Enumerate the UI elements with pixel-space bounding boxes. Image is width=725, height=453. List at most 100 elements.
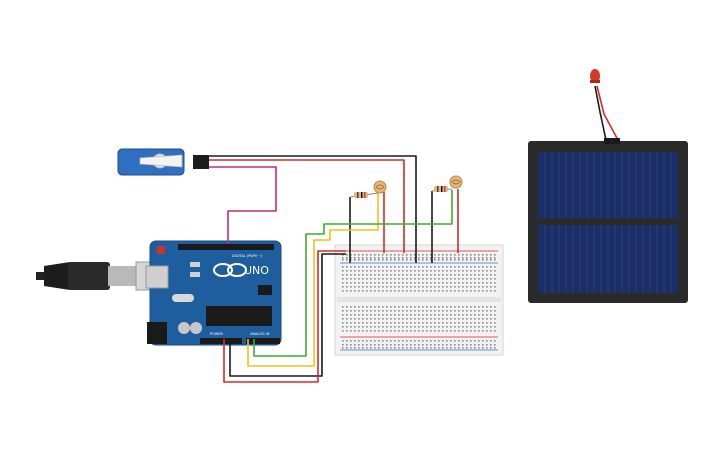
breadboard-hole[interactable]: [486, 340, 488, 342]
breadboard-hole[interactable]: [418, 330, 420, 332]
breadboard-hole[interactable]: [482, 290, 484, 292]
breadboard-hole[interactable]: [446, 344, 448, 346]
breadboard-hole[interactable]: [354, 282, 356, 284]
breadboard-hole[interactable]: [454, 344, 456, 346]
breadboard-hole[interactable]: [358, 274, 360, 276]
breadboard-hole[interactable]: [366, 322, 368, 324]
breadboard-hole[interactable]: [346, 347, 348, 349]
breadboard-hole[interactable]: [438, 330, 440, 332]
breadboard-hole[interactable]: [426, 310, 428, 312]
breadboard-hole[interactable]: [378, 318, 380, 320]
breadboard-hole[interactable]: [466, 326, 468, 328]
breadboard-hole[interactable]: [386, 314, 388, 316]
breadboard-hole[interactable]: [366, 310, 368, 312]
breadboard-hole[interactable]: [362, 274, 364, 276]
breadboard-hole[interactable]: [342, 290, 344, 292]
breadboard-hole[interactable]: [366, 326, 368, 328]
breadboard-hole[interactable]: [402, 322, 404, 324]
breadboard-hole[interactable]: [398, 340, 400, 342]
breadboard-hole[interactable]: [446, 270, 448, 272]
breadboard-hole[interactable]: [374, 344, 376, 346]
breadboard-hole[interactable]: [454, 274, 456, 276]
breadboard-hole[interactable]: [394, 259, 396, 261]
breadboard-hole[interactable]: [398, 306, 400, 308]
breadboard-hole[interactable]: [406, 278, 408, 280]
breadboard-hole[interactable]: [390, 278, 392, 280]
breadboard-hole[interactable]: [490, 306, 492, 308]
breadboard-hole[interactable]: [394, 344, 396, 346]
breadboard-hole[interactable]: [346, 322, 348, 324]
breadboard-hole[interactable]: [430, 330, 432, 332]
breadboard-hole[interactable]: [426, 314, 428, 316]
breadboard-hole[interactable]: [462, 254, 464, 256]
breadboard-hole[interactable]: [430, 290, 432, 292]
breadboard-hole[interactable]: [486, 318, 488, 320]
breadboard-hole[interactable]: [482, 254, 484, 256]
breadboard-hole[interactable]: [442, 254, 444, 256]
breadboard-hole[interactable]: [458, 330, 460, 332]
breadboard-hole[interactable]: [490, 326, 492, 328]
breadboard-hole[interactable]: [370, 347, 372, 349]
breadboard-hole[interactable]: [494, 282, 496, 284]
breadboard-hole[interactable]: [462, 274, 464, 276]
breadboard-hole[interactable]: [390, 282, 392, 284]
breadboard-hole[interactable]: [462, 344, 464, 346]
breadboard-hole[interactable]: [470, 278, 472, 280]
breadboard-hole[interactable]: [370, 322, 372, 324]
breadboard-hole[interactable]: [370, 306, 372, 308]
breadboard-hole[interactable]: [446, 314, 448, 316]
breadboard-hole[interactable]: [374, 274, 376, 276]
breadboard-hole[interactable]: [490, 286, 492, 288]
breadboard-hole[interactable]: [422, 310, 424, 312]
breadboard-hole[interactable]: [398, 314, 400, 316]
breadboard-hole[interactable]: [454, 282, 456, 284]
breadboard-hole[interactable]: [478, 286, 480, 288]
breadboard-hole[interactable]: [470, 259, 472, 261]
breadboard-hole[interactable]: [474, 318, 476, 320]
breadboard-hole[interactable]: [450, 259, 452, 261]
breadboard-hole[interactable]: [422, 347, 424, 349]
breadboard-hole[interactable]: [418, 254, 420, 256]
breadboard-hole[interactable]: [494, 340, 496, 342]
breadboard-hole[interactable]: [374, 314, 376, 316]
breadboard-hole[interactable]: [398, 282, 400, 284]
breadboard-hole[interactable]: [454, 257, 456, 259]
breadboard-hole[interactable]: [490, 314, 492, 316]
breadboard-hole[interactable]: [450, 347, 452, 349]
breadboard-hole[interactable]: [418, 270, 420, 272]
breadboard-hole[interactable]: [494, 344, 496, 346]
breadboard-hole[interactable]: [478, 254, 480, 256]
breadboard-hole[interactable]: [442, 259, 444, 261]
breadboard-hole[interactable]: [486, 259, 488, 261]
breadboard-hole[interactable]: [342, 257, 344, 259]
breadboard-hole[interactable]: [362, 310, 364, 312]
breadboard-hole[interactable]: [346, 286, 348, 288]
breadboard-hole[interactable]: [414, 257, 416, 259]
breadboard-hole[interactable]: [342, 310, 344, 312]
breadboard-hole[interactable]: [370, 340, 372, 342]
breadboard-hole[interactable]: [374, 254, 376, 256]
breadboard-hole[interactable]: [454, 286, 456, 288]
breadboard-hole[interactable]: [402, 286, 404, 288]
breadboard-hole[interactable]: [434, 286, 436, 288]
breadboard-hole[interactable]: [482, 344, 484, 346]
breadboard-hole[interactable]: [442, 266, 444, 268]
breadboard-hole[interactable]: [386, 282, 388, 284]
breadboard-hole[interactable]: [390, 266, 392, 268]
breadboard-hole[interactable]: [462, 330, 464, 332]
breadboard-hole[interactable]: [394, 326, 396, 328]
breadboard-hole[interactable]: [462, 282, 464, 284]
breadboard-hole[interactable]: [362, 290, 364, 292]
breadboard-hole[interactable]: [426, 344, 428, 346]
breadboard-hole[interactable]: [466, 340, 468, 342]
breadboard-hole[interactable]: [418, 257, 420, 259]
breadboard-hole[interactable]: [406, 266, 408, 268]
breadboard-hole[interactable]: [370, 254, 372, 256]
breadboard-hole[interactable]: [478, 306, 480, 308]
breadboard-hole[interactable]: [410, 274, 412, 276]
breadboard-hole[interactable]: [374, 318, 376, 320]
breadboard-hole[interactable]: [418, 282, 420, 284]
breadboard-hole[interactable]: [426, 318, 428, 320]
breadboard-hole[interactable]: [366, 259, 368, 261]
breadboard-hole[interactable]: [490, 270, 492, 272]
